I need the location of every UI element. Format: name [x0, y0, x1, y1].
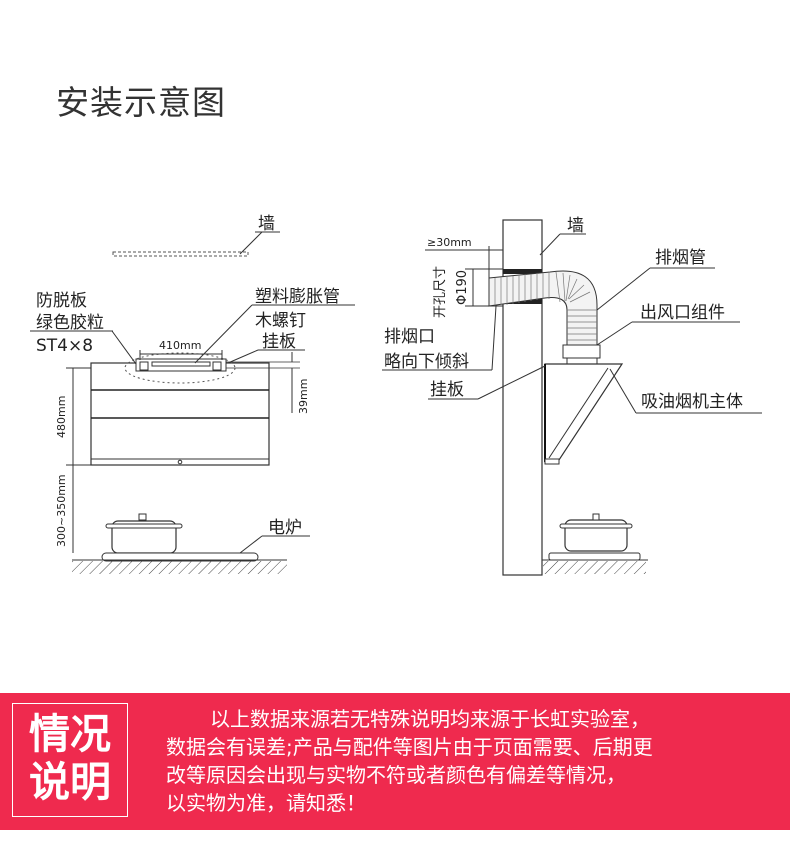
hanging-plate-label: 挂板	[262, 332, 296, 352]
green-rubber-label: 绿色胶粒	[36, 313, 104, 333]
wall-label: 墙	[258, 214, 275, 234]
disclaimer-banner: 情况 说明 以上数据来源若无特殊说明均来源于长虹实验室， 数据会有误差;产品与配…	[0, 693, 790, 830]
clearance-dim: ≥30mm	[427, 236, 472, 249]
wall-strip	[112, 251, 249, 257]
screw-spec-label: ST4×8	[36, 336, 93, 356]
hole-diameter: Φ190	[455, 270, 470, 305]
exhaust-pipe-label: 排烟管	[655, 248, 706, 268]
exhaust-port-label: 排烟口	[384, 327, 435, 347]
anti-drop-label: 防脱板	[36, 291, 87, 311]
badge-line-1: 情况	[29, 710, 111, 758]
hanging-plate-label-right: 挂板	[430, 380, 464, 400]
disclaimer-text: 以上数据来源若无特殊说明均来源于长虹实验室， 数据会有误差;产品与配件等图片由于…	[166, 705, 653, 817]
front-view: 墙 410mm 防脱板 绿色胶粒 ST4×8 塑料膨胀管 木螺钉 挂板 39mm	[30, 214, 355, 574]
disclaimer-line: 改等原因会出现与实物不符或者颜色有偏差等情况，	[166, 763, 626, 787]
width-dim: 410mm	[159, 339, 201, 352]
side-view: 墙 ≥30mm 开孔尺寸 Φ190 排烟管 出风口组件 排烟口 略向下倾斜 挂板…	[382, 216, 762, 576]
badge-line-2: 说明	[29, 758, 111, 806]
disclaimer-line: 以实物为准，请知悉！	[166, 791, 366, 815]
stove-label: 电炉	[268, 518, 302, 538]
wood-screw-label: 木螺钉	[255, 311, 306, 331]
plate-dim: 39mm	[297, 379, 310, 414]
installation-diagram: 墙 410mm 防脱板 绿色胶粒 ST4×8 塑料膨胀管 木螺钉 挂板 39mm	[30, 214, 762, 576]
gap-dim: 300~350mm	[55, 474, 68, 547]
hole-size-label: 开孔尺寸	[433, 266, 448, 318]
outlet-assembly	[562, 344, 601, 359]
plastic-anchor-label: 塑料膨胀管	[255, 287, 340, 307]
page-title: 安装示意图	[56, 83, 226, 122]
disclaimer-line: 以上数据来源若无特殊说明均来源于长虹实验室，	[210, 707, 650, 731]
disclaimer-line: 数据会有误差;产品与配件等图片由于页面需要、后期更	[166, 735, 653, 759]
wall-label-right: 墙	[567, 216, 584, 236]
outlet-assembly-label: 出风口组件	[640, 303, 725, 323]
disclaimer-badge: 情况 说明	[12, 703, 128, 817]
hood-front	[90, 362, 270, 466]
hood-body-label: 吸油烟机主体	[641, 392, 743, 412]
height-dim: 480mm	[55, 396, 68, 438]
tilt-note: 略向下倾斜	[384, 352, 469, 372]
